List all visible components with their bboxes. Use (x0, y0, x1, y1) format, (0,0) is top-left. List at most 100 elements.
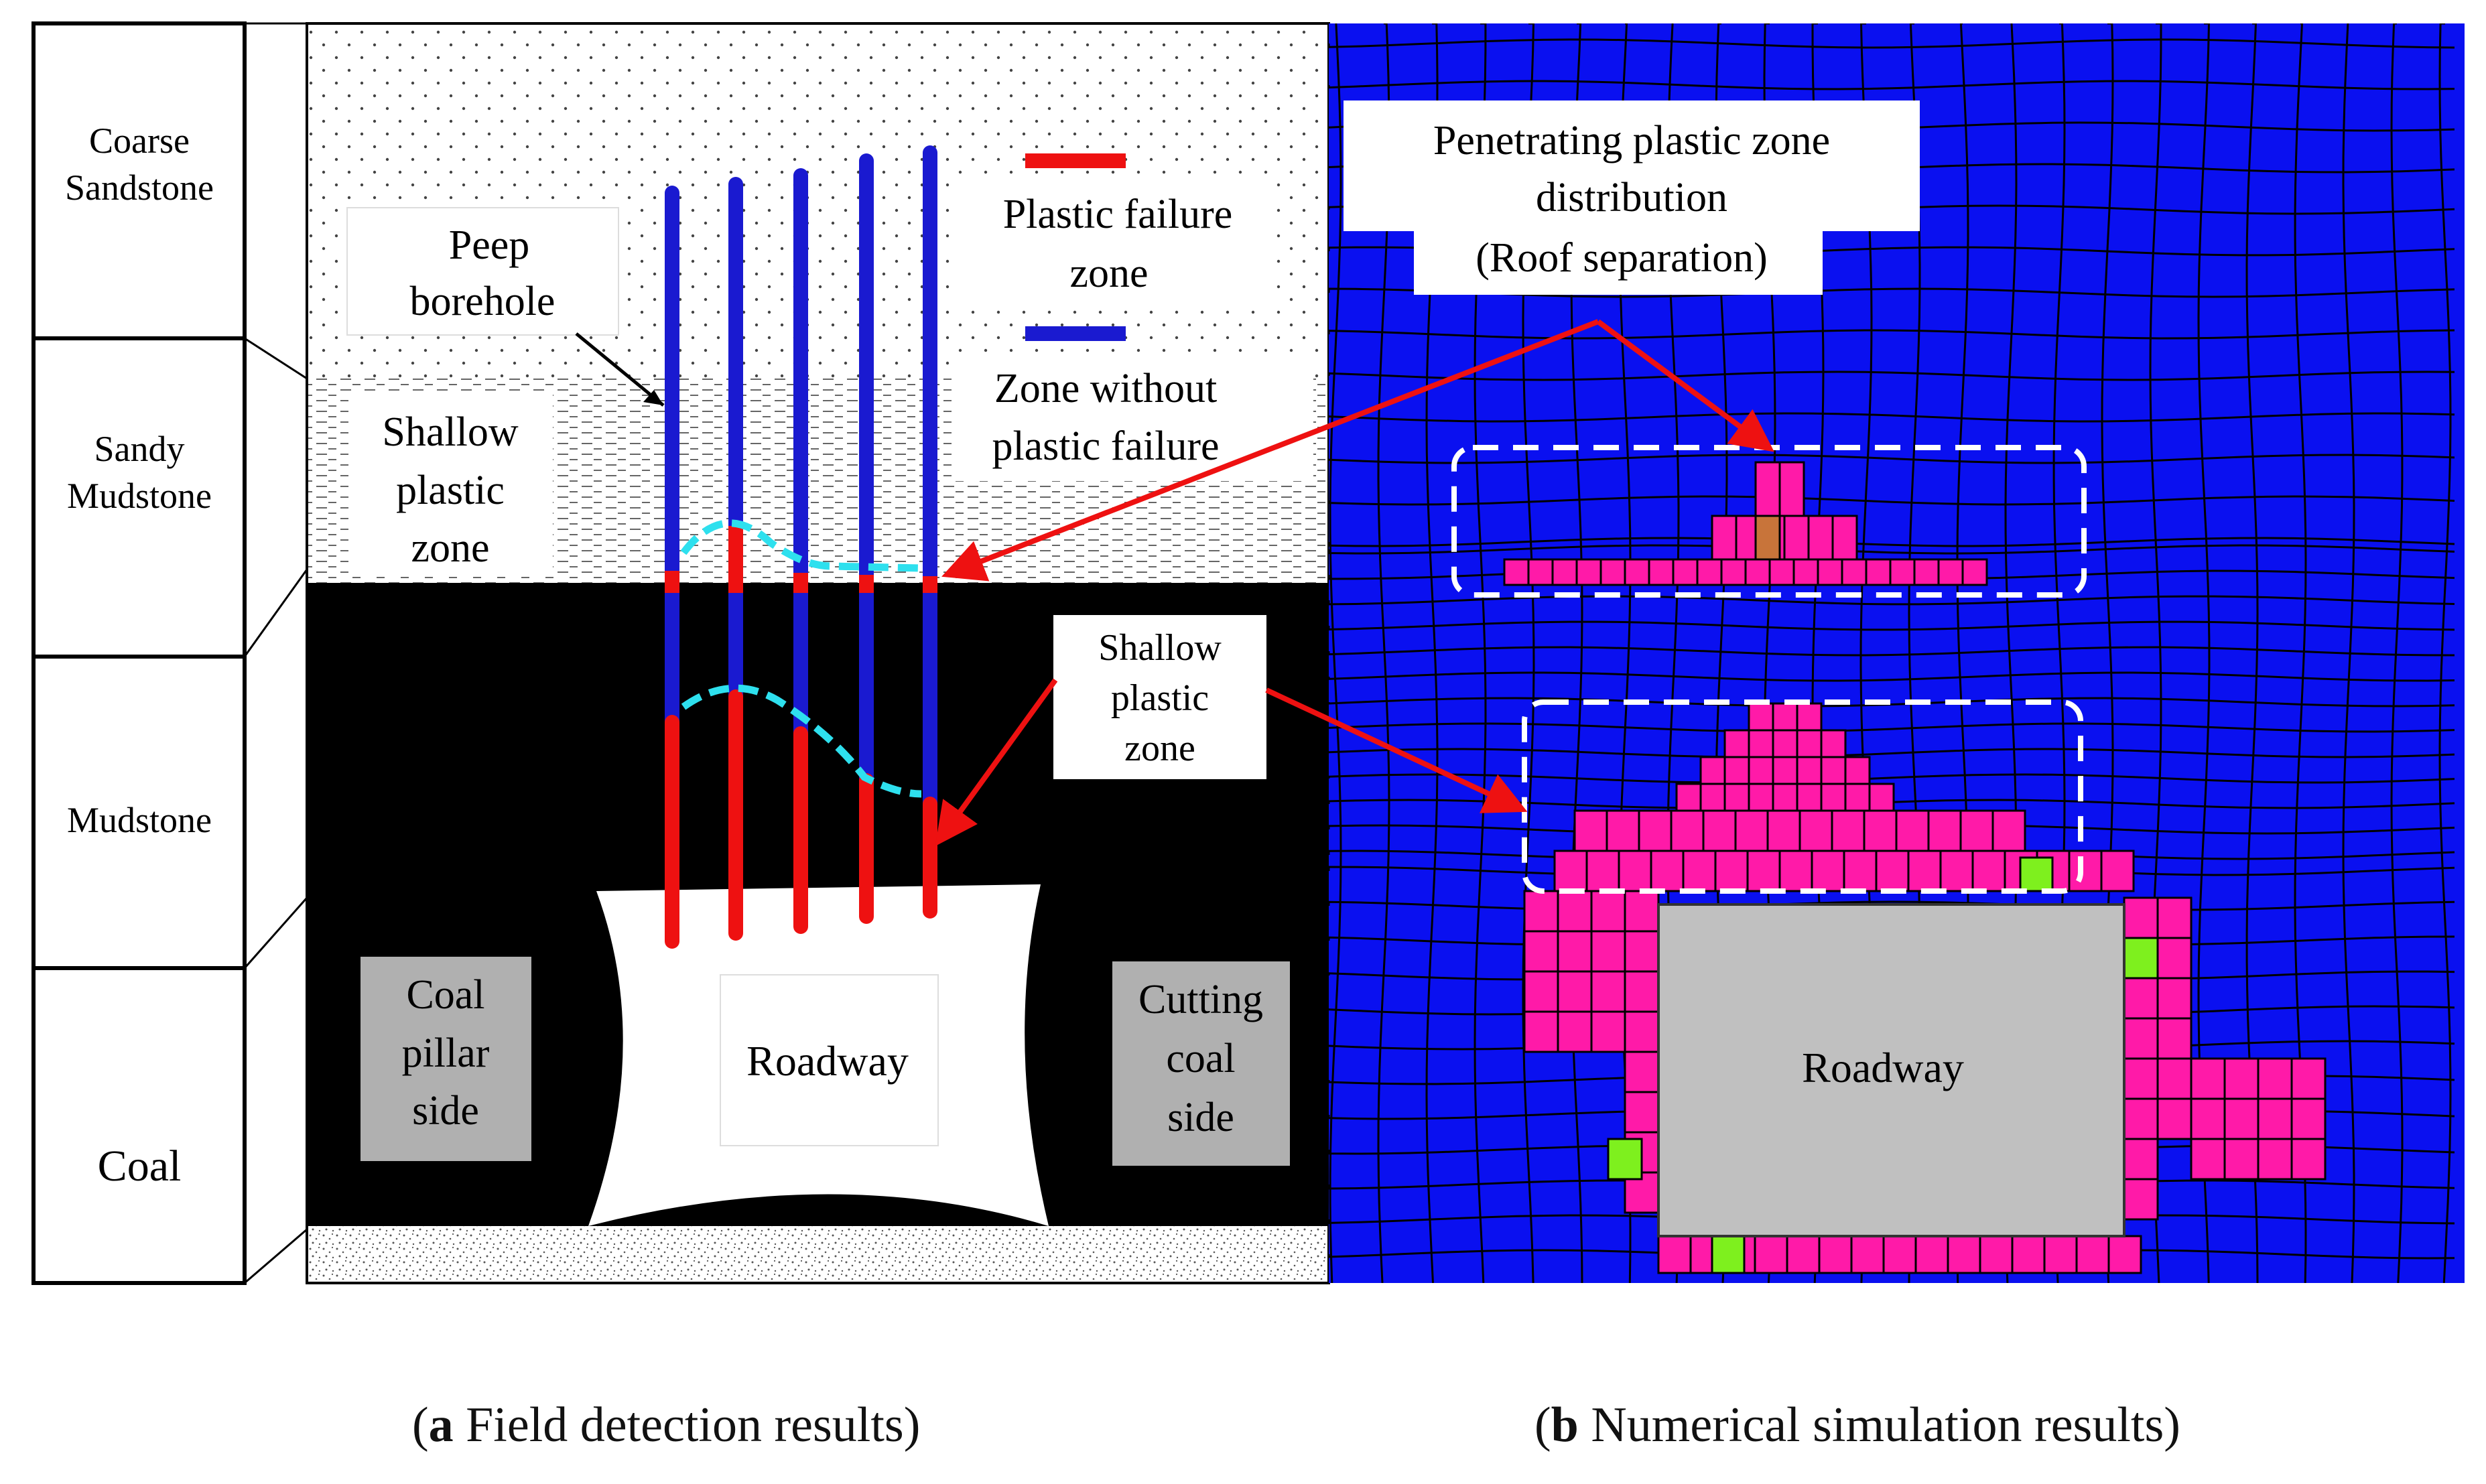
plastic-cell (1927, 809, 1962, 852)
elastic-cell (1607, 1138, 1643, 1181)
plastic-cell (1959, 809, 1994, 852)
plastic-cell (2075, 1235, 2110, 1274)
plastic-cell (1796, 702, 1823, 732)
arrow-to-shallow-region (1265, 687, 1528, 813)
plastic-cell (1575, 558, 1602, 586)
plastic-cell (1748, 783, 1774, 812)
plastic-cell (1624, 558, 1650, 586)
plastic-cell (1618, 850, 1652, 892)
cutting-coal-line1: Cutting (1138, 977, 1263, 1022)
plastic-cell (1807, 515, 1834, 561)
plastic-cell (1748, 729, 1774, 758)
plastic-cell (1523, 1010, 1559, 1053)
plastic-cell (1786, 1235, 1821, 1274)
plastic-cell (1744, 558, 1771, 586)
plastic-cell (1937, 558, 1964, 586)
shallow-right-line2: plastic (1111, 677, 1209, 719)
plastic-cell (1971, 850, 2006, 892)
plastic-cell (1557, 890, 1593, 933)
plastic-cell (1624, 1051, 1660, 1093)
plastic-cell (1889, 558, 1916, 586)
stratum-coarse-line1: Coarse (89, 121, 190, 161)
annotation-arrows (935, 319, 1774, 846)
plastic-cell (1772, 729, 1798, 758)
plastic-cell (1811, 850, 1845, 892)
plastic-cell (2156, 1097, 2193, 1140)
plastic-cell (1748, 702, 1774, 732)
coal-pillar-line1: Coal (406, 972, 484, 1018)
plastic-cell (1746, 850, 1781, 892)
plastic-cell (1863, 809, 1898, 852)
plastic-cell (1939, 850, 1974, 892)
other-cell (1754, 515, 1781, 561)
strata-column: Coarse Sandstone Sandy Mudstone Mudstone… (31, 21, 308, 1285)
plastic-cell (1961, 558, 1988, 586)
cutting-coal-box (1112, 961, 1290, 1166)
mesh-line-horizontal (1329, 412, 2455, 423)
mesh-line-horizontal (1329, 38, 2455, 49)
roadway-block-b (1657, 903, 2125, 1237)
peep-borehole-line2: borehole (410, 279, 555, 324)
plastic-cell (1865, 558, 1892, 586)
stratum-mudstone: Mudstone (67, 800, 212, 840)
legend: Plastic failure zone Zone without plasti… (952, 153, 1313, 481)
plastic-cell (1792, 558, 1819, 586)
shallow-left-line2: plastic (396, 468, 505, 513)
plastic-cell (2190, 1057, 2226, 1100)
plastic-cell (1720, 558, 1747, 586)
plastic-cell (1573, 809, 1608, 852)
mesh-line-horizontal (1329, 748, 2455, 758)
elastic-cell (2019, 856, 2054, 892)
shallow-right-line3: zone (1124, 728, 1195, 769)
plastic-cell (1650, 850, 1685, 892)
plastic-cell (2156, 896, 2193, 939)
plastic-cell (1699, 783, 1726, 812)
plastic-cell (1754, 1235, 1788, 1274)
plastic-cell (1748, 756, 1774, 785)
plastic-cell (2123, 1138, 2159, 1181)
mesh-line-horizontal (1329, 537, 2455, 547)
stratum-sandy-line1: Sandy (94, 429, 185, 469)
plastic-cell (1844, 756, 1871, 785)
plastic-cell (1523, 930, 1559, 973)
plastic-cell (1734, 809, 1769, 852)
caption-b: (b Numerical simulation results) (1534, 1398, 2180, 1453)
plastic-cell (1672, 558, 1699, 586)
plastic-cell (2123, 896, 2159, 939)
plastic-cell (1523, 890, 1559, 933)
caption-a: (a Field detection results) (412, 1398, 921, 1453)
plastic-cell (1882, 1235, 1917, 1274)
plastic-cell (2223, 1097, 2260, 1140)
mesh-line-horizontal (1329, 544, 2455, 555)
plastic-cell (2223, 1138, 2260, 1181)
panel-a: Peep borehole Shallow plastic zone Plast… (306, 22, 1330, 1284)
coal-pillar-box (361, 957, 531, 1161)
legend-blue-line1: Zone without (994, 366, 1217, 411)
plastic-cell (1606, 809, 1640, 852)
plastic-cell (1696, 558, 1723, 586)
plastic-cell (2257, 1057, 2293, 1100)
plastic-cell (2156, 1017, 2193, 1060)
plastic-cell (1682, 850, 1717, 892)
plastic-cell (1557, 930, 1593, 973)
plastic-cell (1648, 558, 1675, 586)
plastic-cell (2043, 1235, 2078, 1274)
plastic-cell (1585, 850, 1620, 892)
plastic-cell (1702, 809, 1737, 852)
roadway-label-b: Roadway (1802, 1044, 1964, 1091)
arrow-to-roof-separation (1596, 319, 1774, 452)
plastic-cell (1557, 1010, 1593, 1053)
mesh-line-horizontal (1329, 900, 2455, 911)
caption-b-text: Numerical simulation results (1578, 1398, 2164, 1453)
shallow-left-line3: zone (411, 525, 489, 571)
plastic-cell (1913, 558, 1940, 586)
plastic-cell (1875, 850, 1910, 892)
plastic-cell (1766, 809, 1801, 852)
plastic-cell (1783, 515, 1810, 561)
arrow-to-shallow-borehole (935, 678, 1058, 846)
plastic-cell (1818, 1235, 1853, 1274)
plastic-cell (1850, 1235, 1885, 1274)
mesh-line-vertical (1329, 23, 1342, 1283)
mesh-line-horizontal (1329, 495, 2455, 506)
